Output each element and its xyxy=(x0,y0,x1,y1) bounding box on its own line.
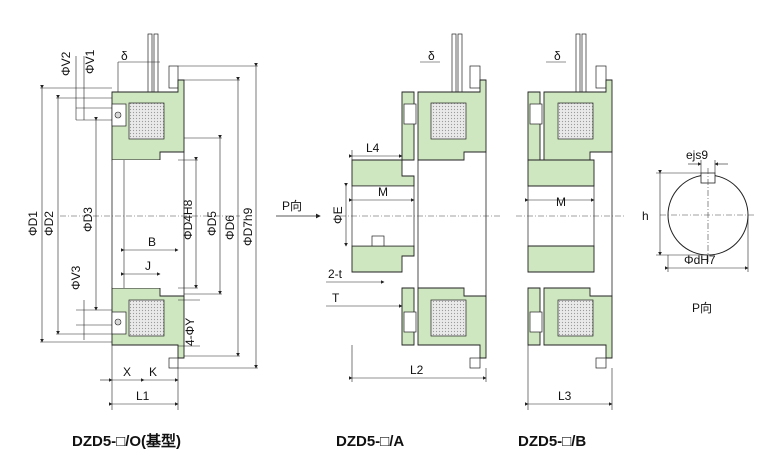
caption-base-type: DZD5-□/O(基型) xyxy=(72,432,181,450)
label-4y: 4-ΦY xyxy=(183,318,197,346)
label-d7: ΦD7h9 xyxy=(241,207,255,246)
label-x: X xyxy=(123,365,131,379)
label-t: T xyxy=(332,291,340,305)
label-b: B xyxy=(148,235,156,249)
lead-wire xyxy=(147,33,153,93)
label-b-m: M xyxy=(556,195,566,209)
label-d2: ΦD2 xyxy=(42,211,56,236)
coil-upper xyxy=(128,102,165,140)
label-k: K xyxy=(149,365,157,379)
label-dh7: ΦdH7 xyxy=(684,253,716,267)
label-v3: ΦV3 xyxy=(69,265,83,290)
label-p-view: P向 xyxy=(692,300,712,315)
keyway-view xyxy=(656,160,756,272)
type-b-drawing xyxy=(516,33,626,410)
label-d3: ΦD3 xyxy=(81,207,95,232)
label-l4: L4 xyxy=(366,141,380,155)
label-d6: ΦD6 xyxy=(223,215,237,240)
caption-type-a: DZD5-□/A xyxy=(336,433,404,450)
label-l1: L1 xyxy=(136,389,150,403)
label-h: h xyxy=(642,209,649,223)
coil-lower xyxy=(128,299,165,337)
label-j: J xyxy=(145,259,151,273)
base-type-drawing xyxy=(40,33,258,410)
label-a-delta: δ xyxy=(428,49,435,63)
label-l3: L3 xyxy=(558,389,572,403)
label-v2: ΦV2 xyxy=(59,51,73,76)
lead-wire xyxy=(153,33,159,93)
label-v1: ΦV1 xyxy=(83,49,97,74)
label-d1: ΦD1 xyxy=(26,211,40,236)
label-d5: ΦD5 xyxy=(205,211,219,236)
label-p-direction: P向 xyxy=(282,198,302,213)
label-e: ΦE xyxy=(331,206,345,224)
label-2t: 2-t xyxy=(328,267,343,281)
caption-type-b: DZD5-□/B xyxy=(518,433,586,450)
label-ejs9: ejs9 xyxy=(686,148,708,162)
label-delta: δ xyxy=(121,49,128,63)
label-a-m: M xyxy=(378,185,388,199)
label-d4: ΦD4H8 xyxy=(181,199,195,240)
label-l2: L2 xyxy=(410,363,424,377)
label-b-delta: δ xyxy=(554,49,561,63)
type-a-drawing xyxy=(326,33,500,382)
